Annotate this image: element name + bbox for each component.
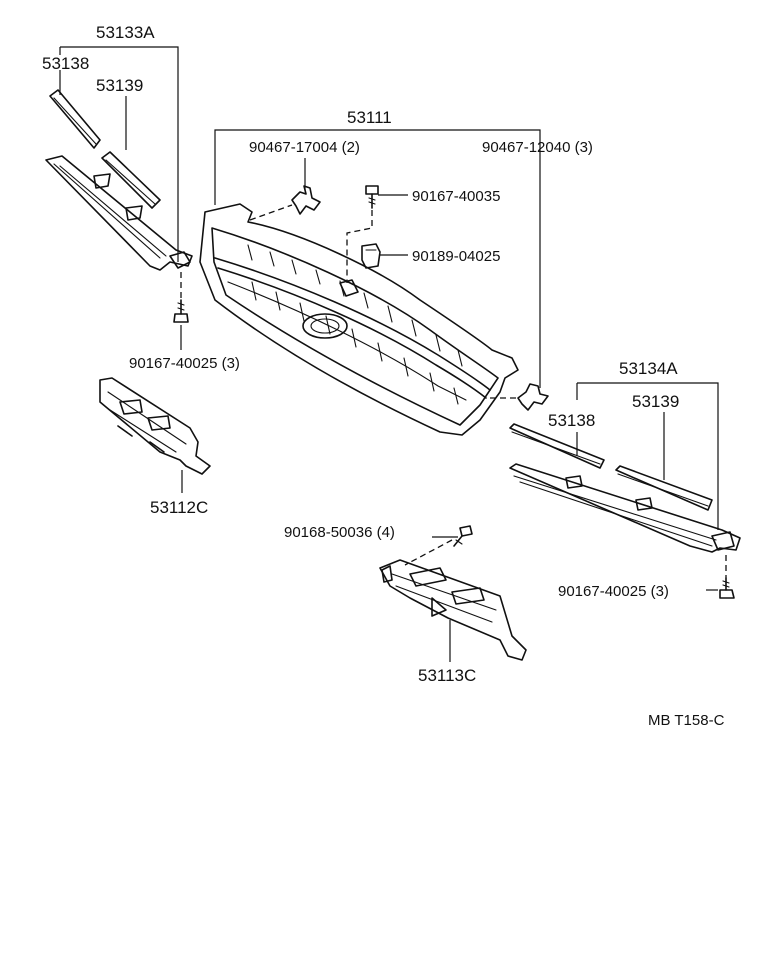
label-53113C: 53113C [418,666,476,685]
nut-90189-04025 [361,243,381,269]
molding-53138-right [509,423,605,469]
clip-90467-17004 [291,185,321,215]
molding-53139-right [615,465,713,511]
upper-molding-53133A [45,155,193,271]
screw-90167-40025-right [719,577,735,599]
label-53138-left: 53138 [42,54,89,73]
label-90189-04025: 90189-04025 [412,248,500,265]
figure-code: MB T158-C [648,712,725,729]
leader-lines [59,46,719,662]
label-53133A: 53133A [96,23,155,42]
label-53139-right: 53139 [632,392,679,411]
molding-53139-left [101,151,161,209]
label-90167-40025-left: 90167-40025 (3) [129,355,240,372]
bracket-53113C [379,559,527,661]
screw-90167-40035 [365,185,379,209]
label-53139-left: 53139 [96,76,143,95]
clip-90467-12040 [517,383,549,411]
label-90467-12040: 90467-12040 (3) [482,139,593,156]
label-53112C: 53112C [150,498,208,517]
label-90467-17004: 90467-17004 (2) [249,139,360,156]
upper-molding-53134A [509,463,741,553]
label-53138-right: 53138 [548,411,595,430]
label-90167-40035: 90167-40035 [412,188,500,205]
label-53134A: 53134A [619,359,678,378]
screw-90167-40025-left [173,299,189,323]
label-53111: 53111 [347,108,392,127]
screw-90168-50036 [453,525,473,547]
label-90167-40025-right: 90167-40025 (3) [558,583,669,600]
part-labels: 53133A 53138 53139 53111 90467-17004 (2)… [42,23,725,729]
grille-53111 [199,203,519,436]
label-90168-50036: 90168-50036 (4) [284,524,395,541]
molding-53138-left [49,89,101,149]
bracket-53112C [99,377,211,475]
